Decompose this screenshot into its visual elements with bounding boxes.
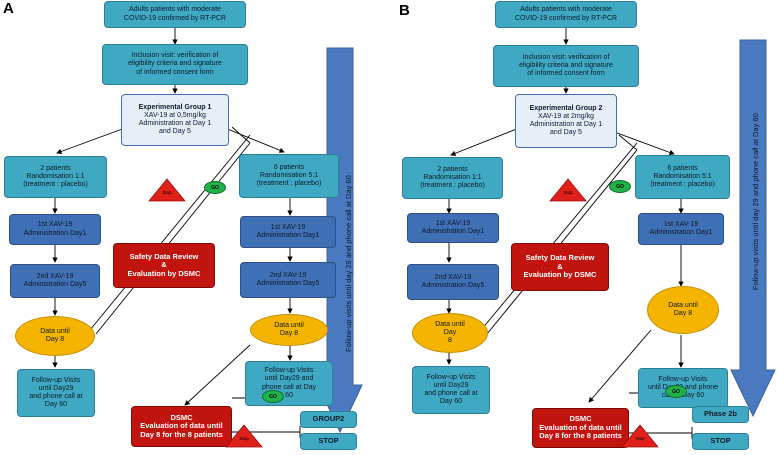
left-first-administration-box: 1st XAV-19 Administration Day1 xyxy=(407,213,499,243)
stop-triangle-icon xyxy=(549,178,587,202)
go-badge: GO xyxy=(609,180,631,193)
panel-a: A Adults patients with moderate COVID-19… xyxy=(3,0,363,450)
panel-letter: B xyxy=(399,2,410,19)
follow-up-arrow-label: Follow-up visits until day 29 and phone … xyxy=(344,175,353,352)
right-data-ellipse: Data until Day 8 xyxy=(647,286,719,334)
right-first-administration-box: 1st XAV-19 Administration Day1 xyxy=(240,216,336,248)
group-title: Experimental Group 1 xyxy=(138,103,212,111)
stop-sign-dsmc: Stop xyxy=(621,424,659,448)
follow-up-arrow-label: Follow-up visits until day 29 and phone … xyxy=(751,113,760,290)
dsmc-box: DSMC Evaluation of data until Day 8 for … xyxy=(532,408,629,448)
right-data-ellipse: Data until Day 8 xyxy=(250,314,328,346)
population-box: Adults patients with moderate COVID-19 c… xyxy=(104,1,246,28)
inclusion-visit-box: Inclusion visit: verification of eligibi… xyxy=(493,45,639,87)
left-randomisation-box: 2 patients Randomisation 1:1 (treatment … xyxy=(4,156,107,198)
left-second-administration-box: 2nd XAV-19 Administration Day5 xyxy=(10,264,100,298)
go-badge-dsmc: GO xyxy=(665,385,687,398)
panel-b: B Adults patients with moderate COVID-19… xyxy=(389,0,778,455)
right-second-administration-box: 2nd XAV-19 Administration Day5 xyxy=(240,262,336,298)
stop-sign: Stop xyxy=(148,178,186,202)
left-first-administration-box: 1st XAV-19 Administration Day1 xyxy=(9,214,101,245)
stop-label: Stop xyxy=(635,436,645,441)
outcome-go-box: Phase 2b xyxy=(692,406,749,423)
go-badge-dsmc: GO xyxy=(262,390,284,403)
flow-connectors xyxy=(52,27,363,438)
population-box: Adults patients with moderate COVID-19 c… xyxy=(495,1,637,28)
experimental-group-box: Experimental Group 2 XAV-19 at 2mg/kg Ad… xyxy=(515,94,617,148)
left-follow-up-box: Follow-up Visits until Day29 and phone c… xyxy=(412,366,490,414)
stop-label: Stop xyxy=(162,190,172,195)
stop-label: Stop xyxy=(239,436,249,441)
group-title: Experimental Group 2 xyxy=(529,104,603,112)
stop-label: Stop xyxy=(563,190,573,195)
outcome-go-box: GROUP2 xyxy=(300,411,357,428)
stop-sign: Stop xyxy=(549,178,587,202)
outcome-stop-box: STOP xyxy=(300,433,357,450)
right-randomisation-box: 6 patients Randomisation 5:1 (treatment … xyxy=(635,155,730,199)
safety-review-box: Safety Data Review & Evaluation by DSMC xyxy=(511,243,609,291)
stop-sign-dsmc: Stop xyxy=(225,424,263,448)
left-second-administration-box: 2nd XAV-19 Administration Day5 xyxy=(407,264,499,300)
stop-triangle-icon xyxy=(621,424,659,448)
left-data-ellipse: Data until Day 8 xyxy=(15,316,95,356)
group-body: XAV-19 at 0,5mg/kg Administration at Day… xyxy=(138,111,212,136)
inclusion-visit-box: Inclusion visit: verification of eligibi… xyxy=(102,44,248,85)
right-follow-up-box: Follow-up Visits until Day29 and phone c… xyxy=(245,361,333,406)
safety-review-box: Safety Data Review & Evaluation by DSMC xyxy=(113,243,215,288)
panel-letter: A xyxy=(3,0,14,17)
experimental-group-box: Experimental Group 1 XAV-19 at 0,5mg/kg … xyxy=(121,94,229,146)
dsmc-box: DSMC Evaluation of data until Day 8 for … xyxy=(131,406,232,447)
left-follow-up-box: Follow-up Visits until Day29 and phone c… xyxy=(17,369,95,417)
right-randomisation-box: 6 patients Randomisation 5:1 (treatment … xyxy=(239,154,339,198)
left-randomisation-box: 2 patients Randomisation 1:1 (treatment … xyxy=(402,157,503,199)
right-first-administration-box: 1st XAV-19 Administration Day1 xyxy=(638,213,724,245)
stop-triangle-icon xyxy=(148,178,186,202)
stop-triangle-icon xyxy=(225,424,263,448)
outcome-stop-box: STOP xyxy=(692,433,749,450)
left-data-ellipse: Data until Day 8 xyxy=(412,313,488,353)
group-body: XAV-19 at 2mg/kg Administration at Day 1… xyxy=(529,112,603,137)
go-badge: GO xyxy=(204,181,226,194)
